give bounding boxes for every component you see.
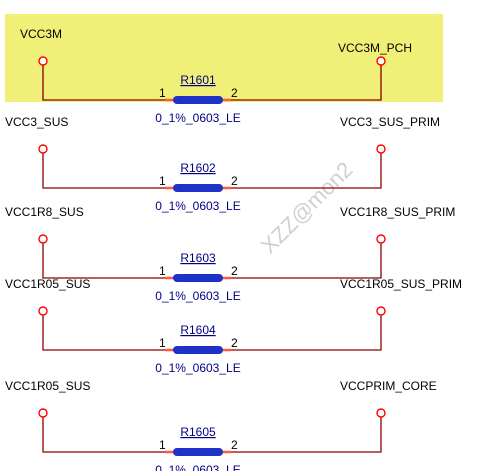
left-wire <box>42 417 169 453</box>
left-terminal <box>38 408 48 418</box>
right-terminal <box>376 306 386 316</box>
resistor-value: 0_1%_0603_LE <box>155 361 240 375</box>
right-net-label: VCC1R8_SUS_PRIM <box>340 205 455 219</box>
resistor-body <box>173 448 223 456</box>
resistor-block: VCC3M VCC3M_PCH R1601 1 2 0_1%_0603_LE <box>20 27 412 125</box>
resistor-value: 0_1%_0603_LE <box>155 199 240 213</box>
resistor-value: 0_1%_0603_LE <box>155 463 240 471</box>
right-wire <box>227 243 382 279</box>
left-wire <box>42 243 169 279</box>
resistor-block: VCC1R8_SUS VCC1R8_SUS_PRIM R1603 1 2 0_1%_060… <box>5 205 455 303</box>
resistor-value: 0_1%_0603_LE <box>155 289 240 303</box>
ref-designator: R1603 <box>180 251 216 265</box>
pin-number-right: 2 <box>231 86 238 100</box>
pin-number-right: 2 <box>231 336 238 350</box>
left-net-label: VCC3_SUS <box>5 115 68 129</box>
right-wire <box>227 315 382 351</box>
right-net-label: VCC3M_PCH <box>338 41 412 55</box>
right-terminal <box>376 56 386 66</box>
resistor-block: VCC1R05_SUS VCC1R05_SUS_PRIM R1604 1 2 0_1%_0… <box>5 277 462 375</box>
resistor-body <box>173 96 223 104</box>
right-net-label: VCC3_SUS_PRIM <box>340 115 440 129</box>
resistor-body <box>173 184 223 192</box>
pin-number-left: 1 <box>159 264 166 278</box>
ref-designator: R1602 <box>180 161 216 175</box>
pin-number-right: 2 <box>231 174 238 188</box>
pin-number-left: 1 <box>159 174 166 188</box>
left-net-label: VCC1R05_SUS <box>5 277 90 291</box>
right-terminal <box>376 234 386 244</box>
resistor-body <box>173 346 223 354</box>
left-wire <box>42 65 169 101</box>
right-wire <box>227 65 382 101</box>
left-net-label: VCC1R05_SUS <box>5 379 90 393</box>
left-terminal <box>38 234 48 244</box>
pin-number-right: 2 <box>231 438 238 452</box>
resistor-body <box>173 274 223 282</box>
right-wire <box>227 153 382 189</box>
right-net-label: VCCPRIM_CORE <box>340 379 437 393</box>
ref-designator: R1604 <box>180 323 216 337</box>
pin-number-left: 1 <box>159 438 166 452</box>
left-terminal <box>38 144 48 154</box>
highlight-box <box>5 14 443 102</box>
left-net-label: VCC3M <box>20 27 62 41</box>
pin-number-left: 1 <box>159 336 166 350</box>
left-net-label: VCC1R8_SUS <box>5 205 84 219</box>
right-wire <box>227 417 382 453</box>
right-terminal <box>376 144 386 154</box>
right-net-label: VCC1R05_SUS_PRIM <box>340 277 462 291</box>
ref-designator: R1601 <box>180 73 216 87</box>
right-terminal <box>376 408 386 418</box>
resistor-value: 0_1%_0603_LE <box>155 111 240 125</box>
left-wire <box>42 153 169 189</box>
pin-number-left: 1 <box>159 86 166 100</box>
left-terminal <box>38 56 48 66</box>
left-wire <box>42 315 169 351</box>
left-terminal <box>38 306 48 316</box>
pin-number-right: 2 <box>231 264 238 278</box>
ref-designator: R1605 <box>180 425 216 439</box>
resistor-block: VCC1R05_SUS VCCPRIM_CORE R1605 1 2 0_1%_0603_… <box>5 379 437 471</box>
resistor-block: VCC3_SUS VCC3_SUS_PRIM R1602 1 2 0_1%_0603_LE <box>5 115 440 213</box>
